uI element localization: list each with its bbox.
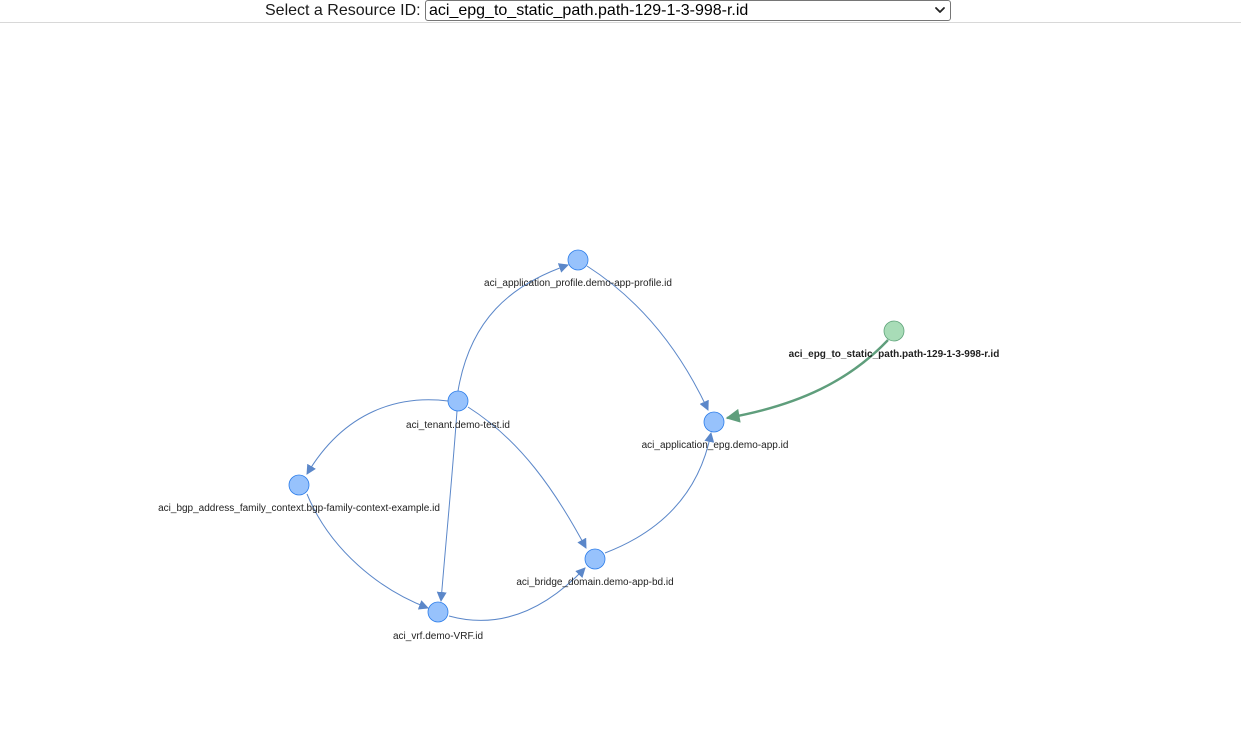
graph-node-app-profile[interactable]: aci_application_profile.demo-app-profile…: [484, 249, 672, 289]
resource-id-select-value: aci_epg_to_static_path.path-129-1-3-998-…: [429, 2, 749, 19]
dependency-graph[interactable]: aci_application_profile.demo-app-profile…: [0, 24, 1241, 750]
node-circle[interactable]: [703, 411, 725, 433]
edge-bgp_ctx-to-vrf[interactable]: [306, 493, 429, 610]
node-circle[interactable]: [427, 601, 449, 623]
graph-node-bridge-domain[interactable]: aci_bridge_domain.demo-app-bd.id: [516, 548, 674, 588]
node-circle[interactable]: [567, 249, 589, 271]
graph-node-tenant[interactable]: aci_tenant.demo-test.id: [406, 390, 510, 431]
resource-selector-bar: Select a Resource ID: aci_epg_to_static_…: [0, 0, 1241, 23]
node-label: aci_application_epg.demo-app.id: [642, 440, 789, 451]
node-label: aci_bgp_address_family_context.bgp-famil…: [158, 503, 440, 514]
node-circle[interactable]: [883, 320, 905, 342]
edge-static_path-to-app_epg[interactable]: [725, 339, 889, 423]
graph-node-bgp-ctx[interactable]: aci_bgp_address_family_context.bgp-famil…: [158, 474, 440, 514]
node-circle[interactable]: [447, 390, 469, 412]
edge-tenant-to-bridge_domain[interactable]: [467, 406, 587, 549]
edge-app_profile-to-app_epg[interactable]: [586, 265, 709, 411]
resource-id-select[interactable]: aci_epg_to_static_path.path-129-1-3-998-…: [425, 0, 951, 21]
edge-tenant-to-app_profile[interactable]: [457, 263, 569, 392]
resource-select-label: Select a Resource ID:: [265, 2, 421, 19]
chevron-down-icon: [935, 7, 945, 13]
node-label: aci_bridge_domain.demo-app-bd.id: [516, 577, 673, 588]
node-circle[interactable]: [288, 474, 310, 496]
graph-node-vrf[interactable]: aci_vrf.demo-VRF.id: [393, 601, 483, 642]
graph-node-static-path[interactable]: aci_epg_to_static_path.path-129-1-3-998-…: [789, 320, 1000, 360]
edge-bridge_domain-to-app_epg[interactable]: [604, 432, 715, 554]
graph-node-app-epg[interactable]: aci_application_epg.demo-app.id: [642, 411, 789, 451]
edge-vrf-to-bridge_domain[interactable]: [448, 567, 586, 621]
node-label: aci_vrf.demo-VRF.id: [393, 631, 483, 642]
node-label: aci_tenant.demo-test.id: [406, 420, 510, 431]
node-circle[interactable]: [584, 548, 606, 570]
node-label: aci_application_profile.demo-app-profile…: [484, 278, 672, 289]
node-label: aci_epg_to_static_path.path-129-1-3-998-…: [789, 349, 1000, 360]
edge-tenant-to-bgp_ctx[interactable]: [306, 399, 449, 475]
edge-tenant-to-vrf[interactable]: [436, 410, 458, 602]
